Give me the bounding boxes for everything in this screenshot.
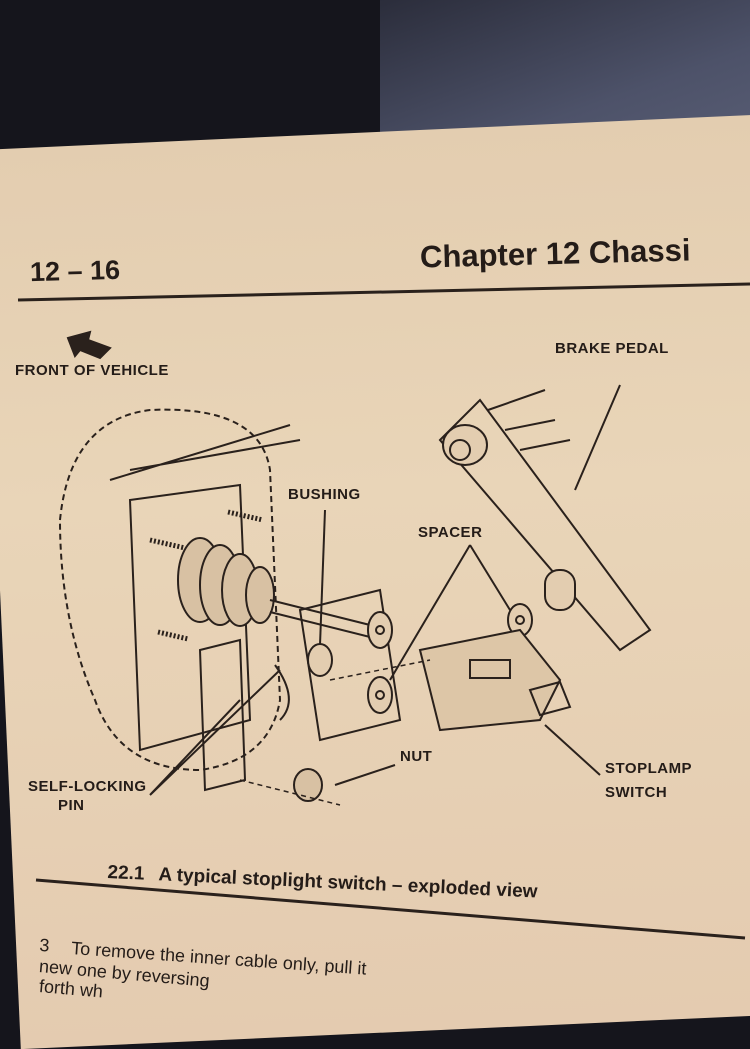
caption-rule: [35, 878, 746, 940]
label-front-of-vehicle: FRONT OF VEHICLE: [15, 362, 169, 379]
label-nut: NUT: [400, 748, 433, 765]
step-number: 3: [38, 935, 51, 956]
label-spacer: SPACER: [418, 524, 483, 541]
exploded-view-drawing: [17, 282, 750, 940]
boot: [177, 537, 371, 638]
label-switch: SWITCH: [605, 784, 668, 801]
leader-pin: [149, 669, 281, 796]
leader-nut: [334, 764, 396, 786]
page-number: 12 – 16: [29, 254, 121, 288]
label-brake-pedal: BRAKE PEDAL: [555, 340, 669, 357]
leader-stoplamp: [544, 724, 601, 776]
caption-number: 22.1: [107, 862, 145, 885]
leader-brake-pedal: [574, 384, 621, 491]
leader-bushing: [319, 509, 326, 646]
label-self-locking: SELF-LOCKING: [28, 778, 147, 795]
label-bushing: BUSHING: [288, 486, 361, 503]
label-stoplamp: STOPLAMP: [605, 760, 693, 777]
leader-spacer: [389, 544, 511, 681]
front-arrow-icon: [66, 330, 112, 360]
chapter-title: Chapter 12 Chassi: [419, 232, 691, 275]
header-rule: [17, 282, 750, 302]
label-pin: PIN: [58, 797, 85, 814]
